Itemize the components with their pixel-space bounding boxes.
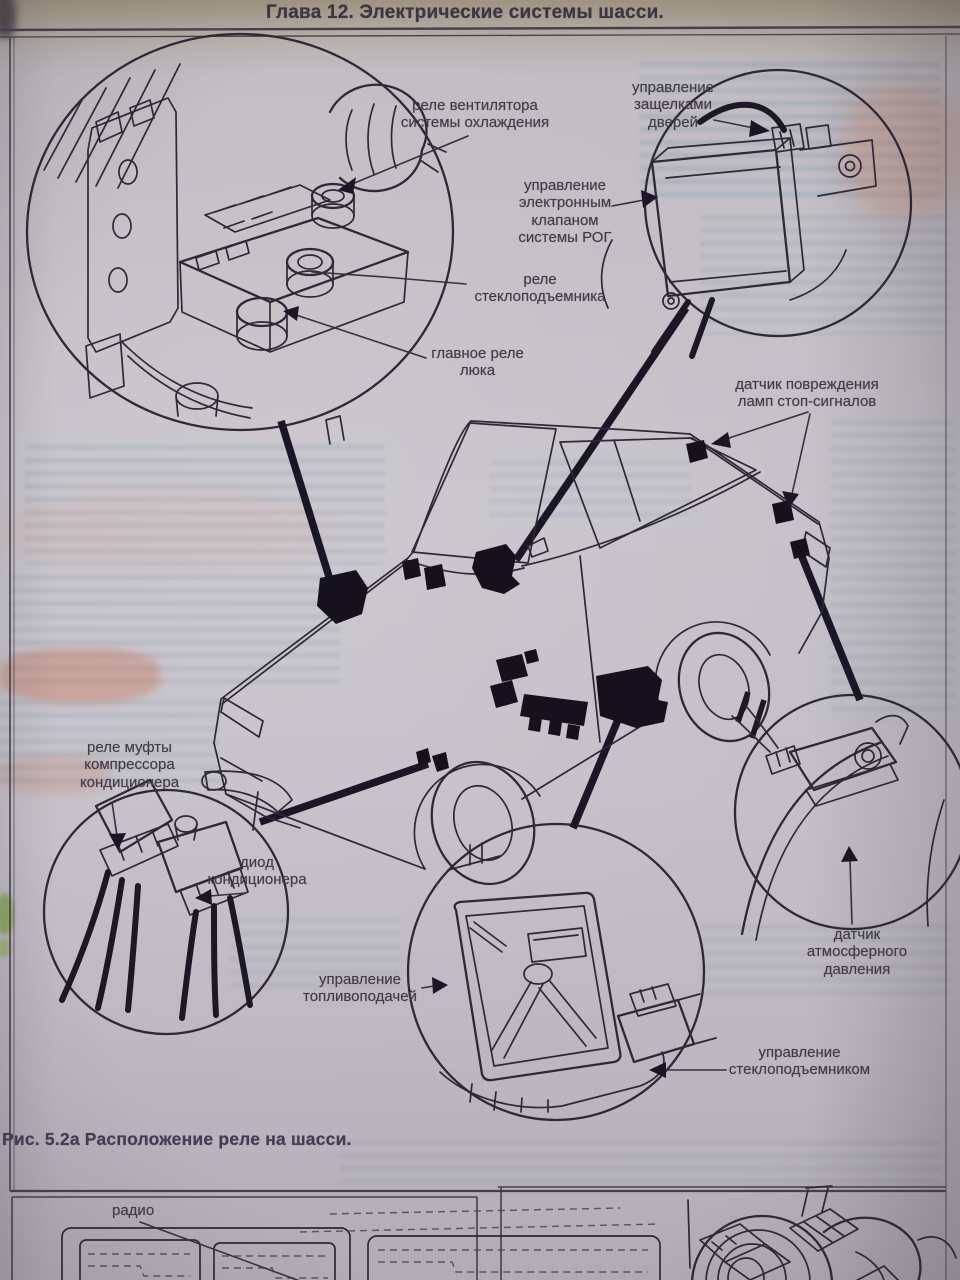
fusebox-drawing	[43, 63, 447, 445]
bleed-through-text	[10, 575, 340, 685]
connector-lines	[258, 305, 864, 830]
callout-fuel-supply-control: управление топливоподачей	[303, 971, 417, 1006]
inset-circle-pressure-sensor	[733, 693, 960, 931]
ac-relays-drawing	[59, 770, 293, 1021]
chapter-header: Глава 12. Электрические системы шасси.	[266, 2, 664, 23]
bleed-through-text	[230, 918, 400, 988]
component-location-markers	[317, 440, 810, 772]
bleed-through-text	[340, 1140, 940, 1188]
callout-ac-compressor-clutch-relay: реле муфты компрессора кондиционера	[79, 739, 180, 791]
bleed-through-text	[490, 460, 690, 520]
inset-circles	[25, 32, 960, 1122]
relay-cylinders	[235, 182, 356, 351]
page-frame	[0, 25, 960, 1280]
callout-atmospheric-pressure-sensor: датчик атмосферного давления	[806, 926, 908, 978]
callout-egr-valve-control: управление электронным клапаном системы …	[518, 177, 612, 247]
fuel-ecu-drawing	[439, 842, 717, 1113]
door-latch-ecu-drawing	[600, 101, 877, 359]
pressure-sensor-drawing	[731, 691, 945, 941]
callout-power-window-relay: реле стеклоподъемника	[474, 271, 606, 306]
bleed-through-text	[25, 445, 385, 565]
orange-bleed-stain	[0, 648, 160, 703]
callout-radio: радио	[112, 1202, 155, 1219]
callout-leader-lines	[109, 119, 858, 1280]
callout-cooling-fan-relay: реле вентилятора системы охлаждения	[400, 97, 550, 132]
inset-circle-ac-relays	[42, 788, 290, 1036]
callout-ac-diode: диод кондиционера	[207, 854, 307, 889]
orange-bleed-stain	[0, 755, 110, 795]
bleed-through-text	[0, 700, 220, 790]
pink-highlight-stain	[845, 85, 960, 215]
car-drawing	[213, 420, 831, 886]
inset-circle-fusebox	[25, 32, 455, 432]
callout-door-latch-control: управление защелками дверей	[631, 79, 715, 131]
figure-caption: Рис. 5.2а Расположение реле на шасси.	[2, 1129, 352, 1149]
bleed-through-text	[700, 925, 950, 995]
dashboard-radio-drawing	[61, 1199, 885, 1280]
pink-highlight-stain	[0, 495, 330, 565]
corner-shadow	[0, 0, 16, 38]
callout-sunroof-main-relay: главное реле люка	[431, 345, 524, 380]
horn-drawing	[690, 1185, 957, 1280]
inset-circle-fuel-ecu	[406, 822, 706, 1122]
callout-stop-lamp-failure-sensor: датчик повреждения ламп стоп-сигналов	[735, 376, 879, 411]
callout-power-window-control: управление стеклоподъемником	[728, 1044, 871, 1079]
green-marker-spot	[0, 938, 10, 958]
